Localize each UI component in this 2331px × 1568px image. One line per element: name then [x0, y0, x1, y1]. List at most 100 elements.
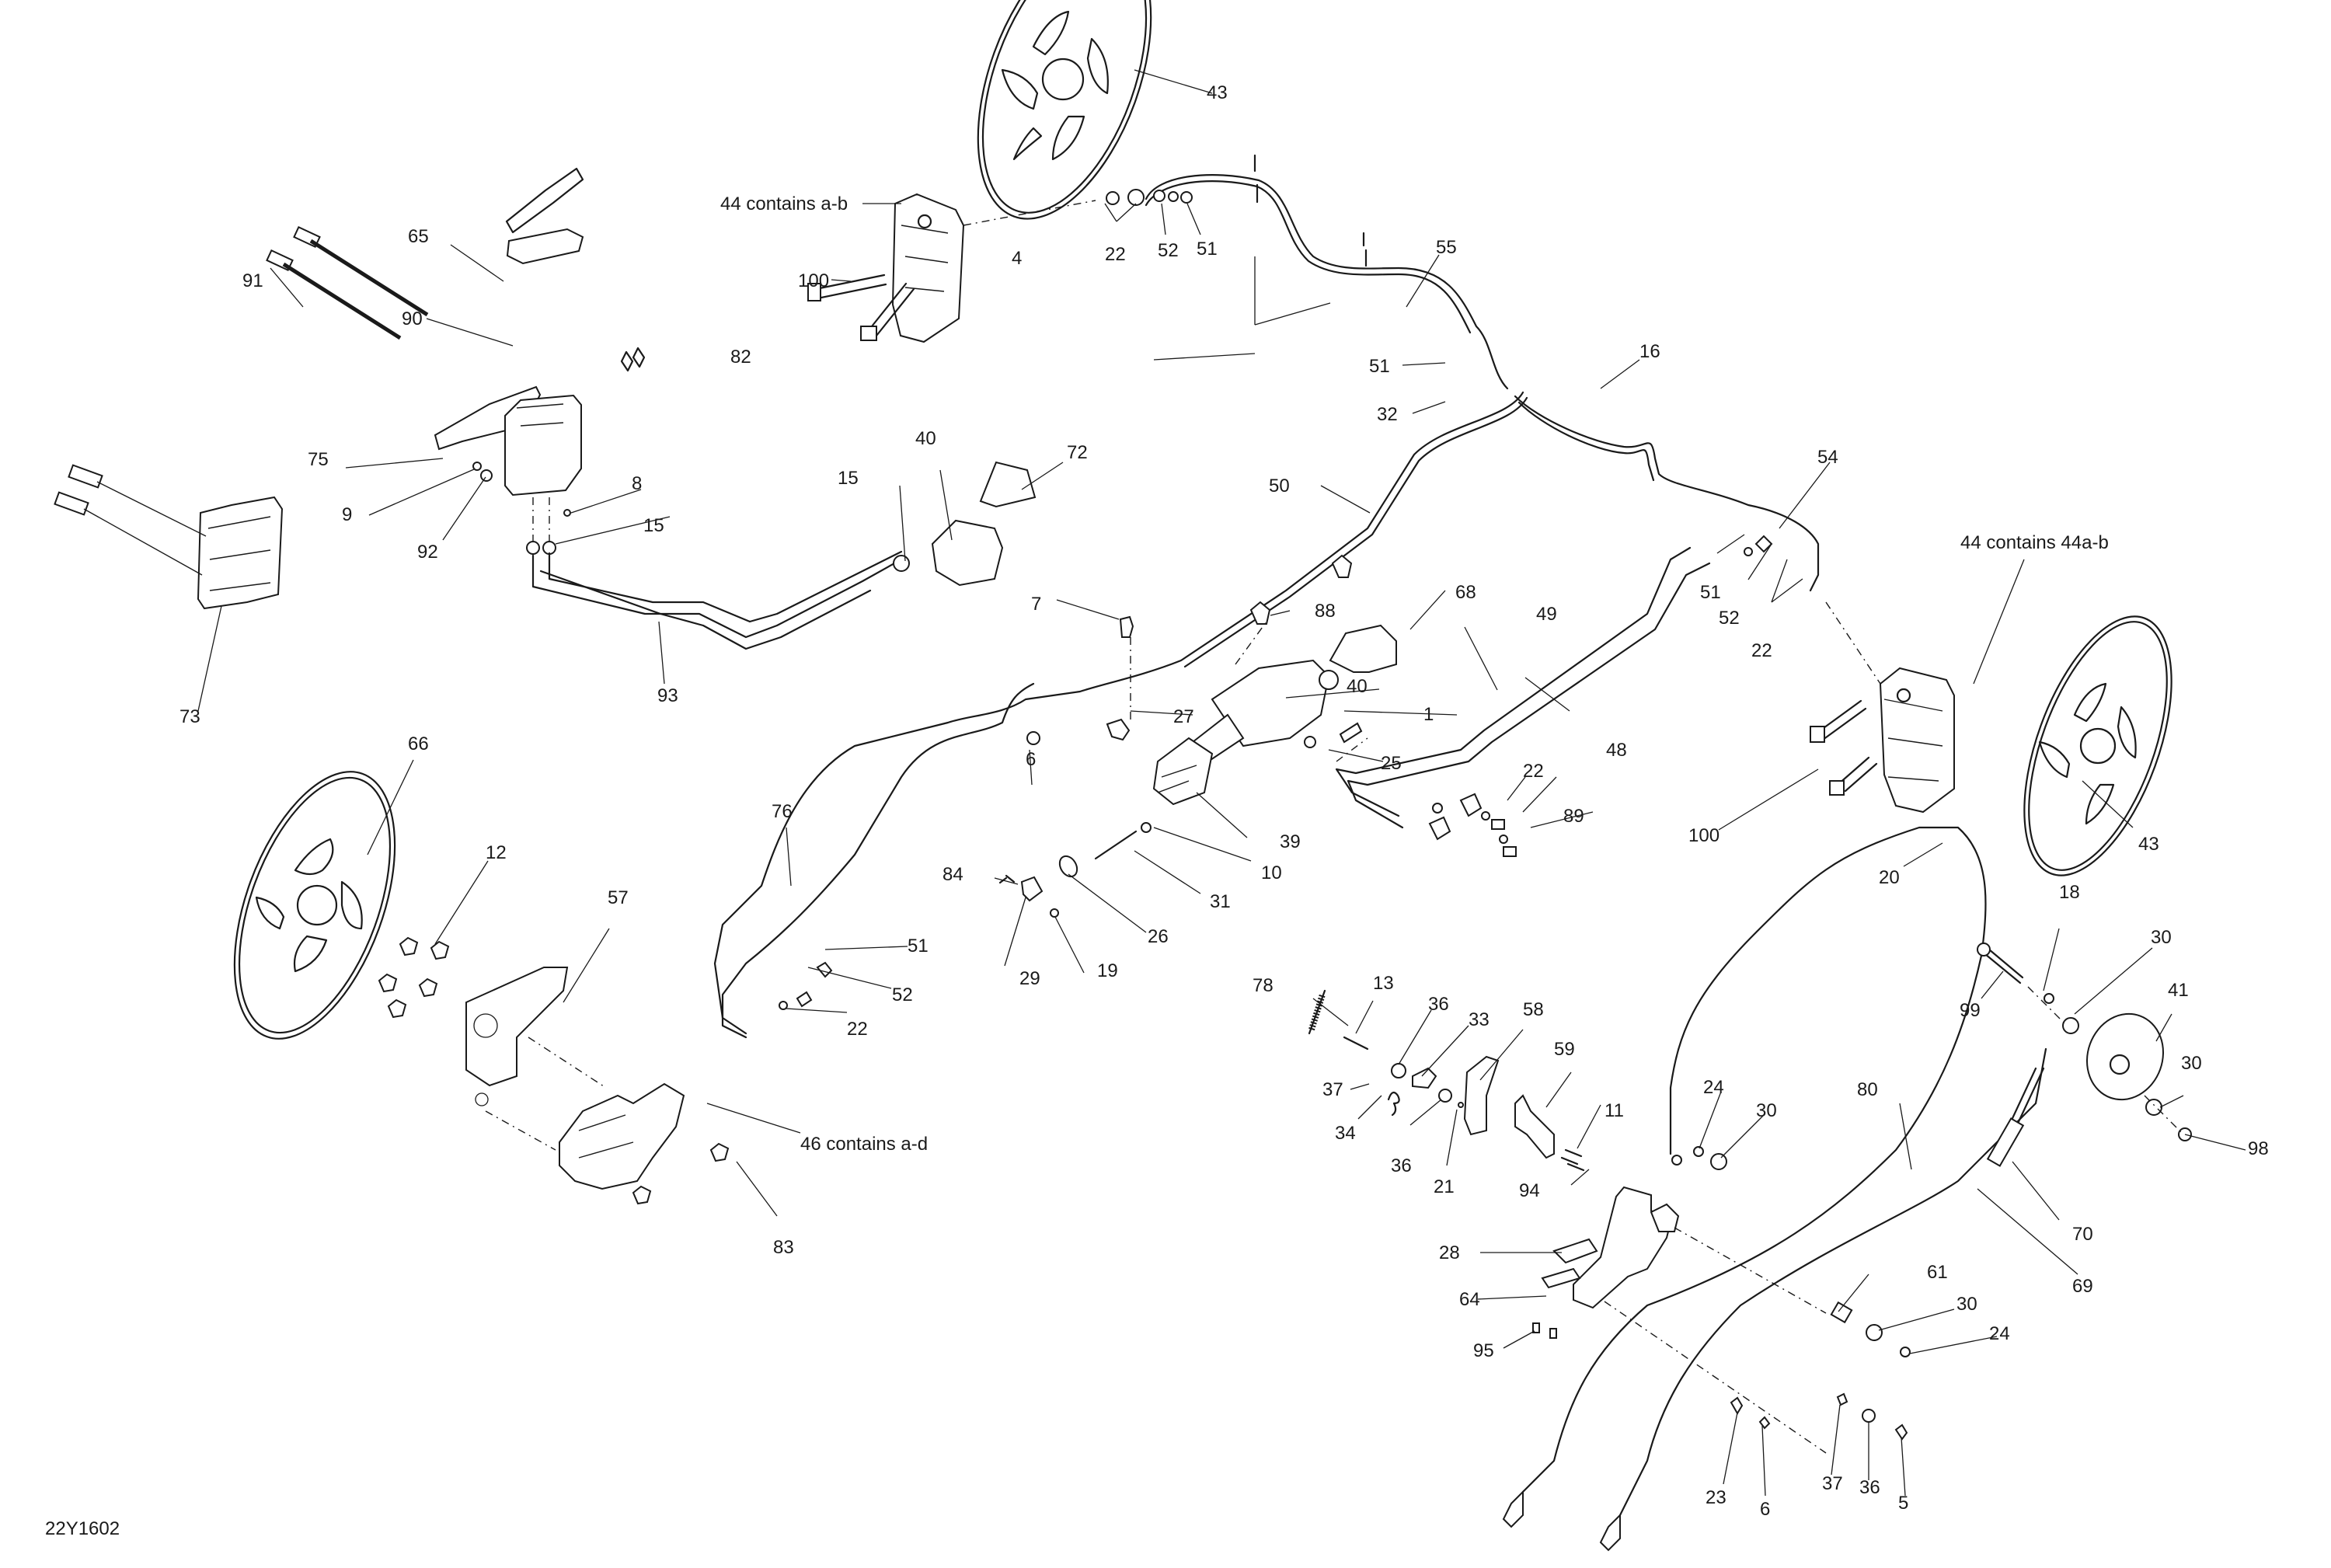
callout-75: 75 [308, 449, 329, 470]
brake-pedal-arm [1532, 1186, 1827, 1454]
callout-13: 13 [1373, 973, 1394, 994]
rear-caliper-assembly [465, 967, 730, 1205]
callout-12: 12 [486, 842, 507, 863]
callout-52: 52 [1719, 608, 1740, 629]
callout-36: 36 [1391, 1155, 1412, 1176]
callout-78: 78 [1253, 975, 1274, 996]
callout-44-contains-a-b: 44 contains a-b [720, 193, 848, 214]
callout-65: 65 [408, 226, 429, 247]
callout-23: 23 [1706, 1487, 1726, 1508]
callout-25: 25 [1381, 753, 1402, 774]
callout-100: 100 [1688, 825, 1720, 846]
callout-51: 51 [1197, 239, 1218, 260]
hydraulic-lines-93 [531, 550, 903, 650]
callout-90: 90 [402, 308, 423, 329]
callout-100: 100 [798, 270, 829, 291]
callout-57: 57 [608, 887, 629, 908]
callout-99: 99 [1960, 1000, 1981, 1021]
callout-94: 94 [1519, 1180, 1540, 1201]
disc-bolts-12 [378, 936, 450, 1019]
callout-30: 30 [2151, 927, 2172, 948]
callout-66: 66 [408, 733, 429, 754]
fittings-lower-left [779, 961, 833, 1010]
brake-line-50 [713, 391, 1528, 1035]
brake-pedal-parts [1308, 989, 1585, 1172]
callout-98: 98 [2248, 1138, 2269, 1159]
callout-51: 51 [908, 936, 929, 956]
callout-88: 88 [1315, 601, 1336, 622]
callout-41: 41 [2168, 980, 2189, 1001]
callout-44-contains-44a-b: 44 contains 44a-b [1960, 532, 2109, 553]
callout-61: 61 [1927, 1262, 1948, 1283]
callout-10: 10 [1261, 862, 1282, 883]
drawing-id: 22Y1602 [45, 1518, 120, 1539]
abs-module-left [54, 464, 284, 610]
callout-73: 73 [179, 706, 200, 727]
callout-22: 22 [847, 1019, 868, 1040]
callout-22: 22 [1523, 761, 1544, 782]
callout-19: 19 [1097, 960, 1118, 981]
callout-39: 39 [1280, 831, 1301, 852]
front-brake-disc-upper [977, 0, 1152, 220]
callout-32: 32 [1377, 404, 1398, 425]
callout-5: 5 [1898, 1493, 1908, 1514]
callout-82: 82 [730, 347, 751, 368]
callout-8: 8 [632, 473, 642, 494]
lower-fasteners [1693, 1146, 1911, 1441]
callout-labels: 43 44 contains a-b 100 22 52 51 55 4 51 … [179, 82, 2269, 1520]
callout-52: 52 [892, 984, 913, 1005]
callout-92: 92 [417, 542, 438, 563]
callout-84: 84 [943, 864, 963, 885]
callout-4: 4 [1012, 248, 1022, 269]
callout-26: 26 [1148, 926, 1169, 947]
callout-29: 29 [1019, 968, 1040, 989]
callout-6: 6 [1760, 1499, 1770, 1520]
front-brake-disc-right [2023, 615, 2172, 876]
callout-27: 27 [1173, 706, 1194, 727]
callout-95: 95 [1473, 1340, 1494, 1361]
clips-and-fasteners-mid [1026, 554, 1353, 745]
callout-55: 55 [1436, 237, 1457, 258]
callout-16: 16 [1639, 341, 1660, 362]
caliper-bolts-upper [807, 274, 915, 341]
leader-lines [197, 69, 2246, 1497]
brake-hose-54 [1514, 395, 1820, 592]
callout-22: 22 [1751, 640, 1772, 661]
callout-51: 51 [1700, 582, 1721, 603]
callout-36: 36 [1859, 1477, 1880, 1498]
callout-6: 6 [1026, 749, 1036, 770]
bracket-68 [1329, 624, 1397, 673]
callout-58: 58 [1523, 999, 1544, 1020]
callout-46-contains-a-d: 46 contains a-d [800, 1134, 928, 1155]
valve-block-40 [893, 461, 1037, 587]
callout-18: 18 [2059, 882, 2080, 903]
callout-72: 72 [1067, 442, 1088, 463]
callout-30: 30 [1956, 1294, 1977, 1315]
brake-hose-upper [1106, 154, 1509, 390]
callout-28: 28 [1439, 1242, 1460, 1263]
callout-37: 37 [1822, 1473, 1843, 1494]
callout-30: 30 [1756, 1100, 1777, 1121]
callout-36: 36 [1428, 994, 1449, 1015]
callout-24: 24 [1989, 1323, 2010, 1344]
callout-37: 37 [1322, 1079, 1343, 1100]
callout-93: 93 [657, 685, 678, 706]
callout-34: 34 [1335, 1123, 1356, 1144]
callout-11: 11 [1605, 1100, 1624, 1121]
callout-68: 68 [1455, 582, 1476, 603]
rear-brake-disc [233, 771, 396, 1040]
front-brake-caliper-upper [891, 193, 1096, 343]
front-brake-caliper-right [1810, 601, 1955, 814]
callout-43: 43 [2138, 834, 2159, 855]
callout-31: 31 [1210, 891, 1231, 912]
parts-layer [54, 0, 2192, 1552]
callout-51: 51 [1369, 356, 1390, 377]
callout-1: 1 [1423, 704, 1434, 725]
callout-9: 9 [342, 504, 352, 525]
callout-52: 52 [1158, 240, 1179, 261]
parking-brake-drum [1977, 943, 2192, 1141]
callout-69: 69 [2072, 1276, 2093, 1297]
brake-line-76 [721, 682, 1035, 1039]
callout-64: 64 [1459, 1289, 1480, 1310]
